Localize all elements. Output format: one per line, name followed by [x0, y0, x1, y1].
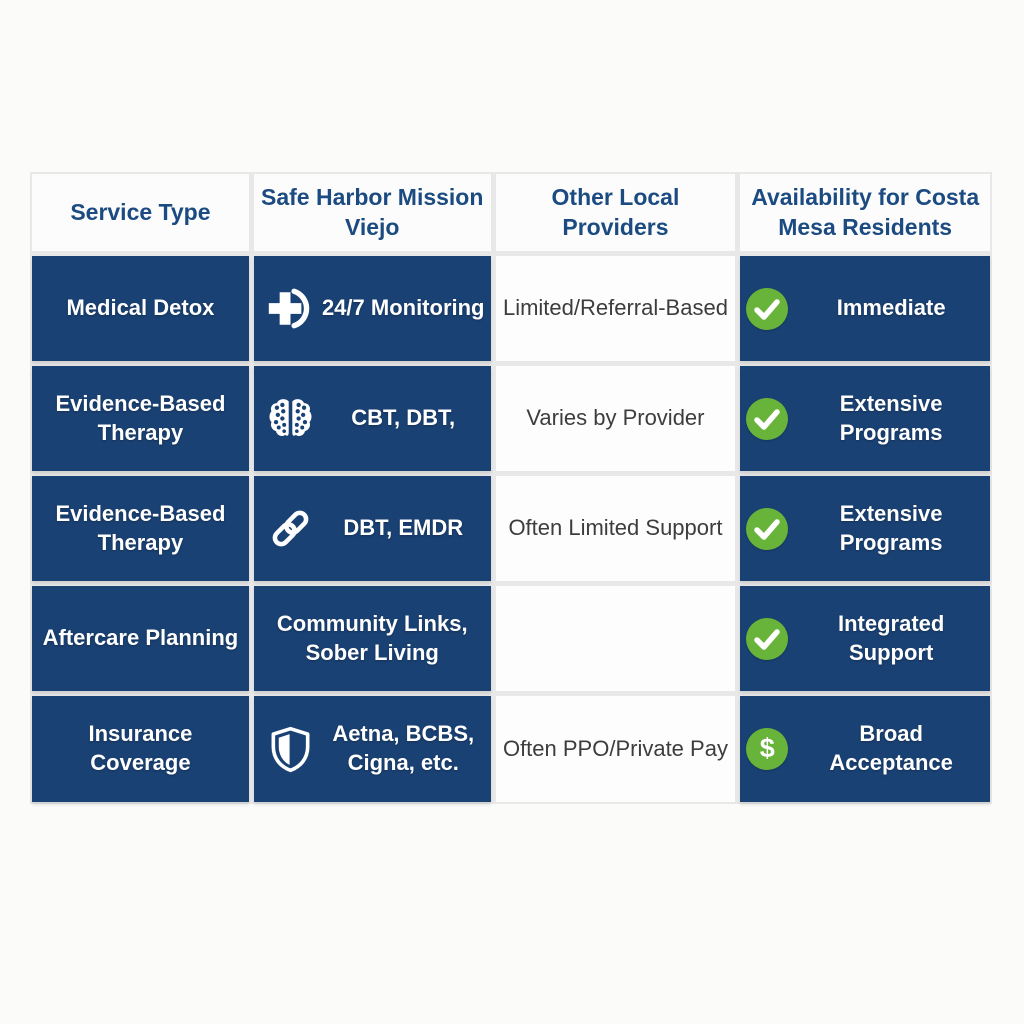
dollar-icon: $ [746, 728, 789, 770]
availability-cell: Extensive Programs [740, 476, 990, 581]
availability-cell: $ Broad Acceptance [740, 696, 990, 802]
safe-harbor-cell: 24/7 Monitoring [253, 256, 491, 361]
dollar-glyph: $ [759, 732, 775, 763]
medical-cross-icon [267, 285, 314, 332]
header-label: Other Local Providers [551, 184, 680, 240]
service-type-cell: Aftercare Planning [32, 586, 249, 691]
other-providers-cell: Often PPO/Private Pay [495, 696, 736, 802]
safe-harbor-cell: CBT, DBT, [253, 366, 491, 471]
service-type-label: Aftercare Planning [42, 625, 239, 651]
other-providers-value: Limited/Referral-Based [502, 295, 728, 321]
other-providers-cell-empty [495, 586, 736, 691]
service-type-cell: Evidence-Based Therapy [32, 366, 249, 471]
shield-icon [267, 726, 314, 773]
availability-cell: Extensive Programs [740, 366, 990, 471]
header-other-providers: Other Local Providers [495, 174, 736, 251]
link-icon [267, 505, 314, 552]
header-label: Service Type [70, 198, 211, 225]
safe-harbor-cell: Community Links, Sober Living [253, 586, 491, 691]
availability-value: Immediate [836, 295, 946, 321]
other-providers-cell: Limited/Referral-Based [495, 256, 736, 361]
availability-value: Extensive Programs [839, 390, 943, 445]
safe-harbor-value: DBT, EMDR [343, 515, 464, 541]
availability-value: Extensive Programs [839, 500, 943, 555]
comparison-table: Service Type Safe Harbor Mission Viejo O… [30, 172, 992, 804]
header-availability: Availability for Costa Mesa Residents [740, 174, 990, 251]
availability-cell: Integrated Support [740, 586, 990, 691]
safe-harbor-cell: Aetna, BCBS, Cigna, etc. [253, 696, 491, 802]
safe-harbor-value: Aetna, BCBS, Cigna, etc. [332, 721, 475, 775]
service-type-label: Insurance Coverage [88, 721, 193, 775]
check-icon [746, 617, 789, 660]
service-type-cell: Insurance Coverage [32, 696, 249, 802]
header-service-type: Service Type [32, 174, 249, 251]
other-providers-cell: Varies by Provider [495, 366, 736, 471]
other-providers-value: Varies by Provider [526, 405, 705, 431]
other-providers-value: Often PPO/Private Pay [502, 735, 728, 761]
check-icon [746, 287, 789, 330]
service-type-label: Medical Detox [66, 295, 215, 321]
availability-value: Broad Acceptance [829, 721, 953, 775]
other-providers-value: Often Limited Support [508, 515, 723, 541]
safe-harbor-value: 24/7 Monitoring [321, 295, 485, 321]
safe-harbor-cell: DBT, EMDR [253, 476, 491, 581]
service-type-cell: Evidence-Based Therapy [32, 476, 249, 581]
header-label: Safe Harbor Mission Viejo [261, 184, 484, 240]
service-type-cell: Medical Detox [32, 256, 249, 361]
check-icon [746, 397, 789, 440]
brain-icon [267, 395, 314, 442]
check-icon [746, 507, 789, 550]
header-safe-harbor: Safe Harbor Mission Viejo [253, 174, 491, 251]
availability-value: Integrated Support [837, 610, 945, 665]
availability-cell: Immediate [740, 256, 990, 361]
other-providers-cell: Often Limited Support [495, 476, 736, 581]
safe-harbor-value: Community Links, Sober Living [276, 610, 468, 665]
safe-harbor-value: CBT, DBT, [351, 405, 456, 431]
header-label: Availability for Costa Mesa Residents [751, 184, 980, 240]
service-type-label: Evidence-Based Therapy [55, 500, 226, 555]
service-type-label: Evidence-Based Therapy [55, 390, 226, 445]
